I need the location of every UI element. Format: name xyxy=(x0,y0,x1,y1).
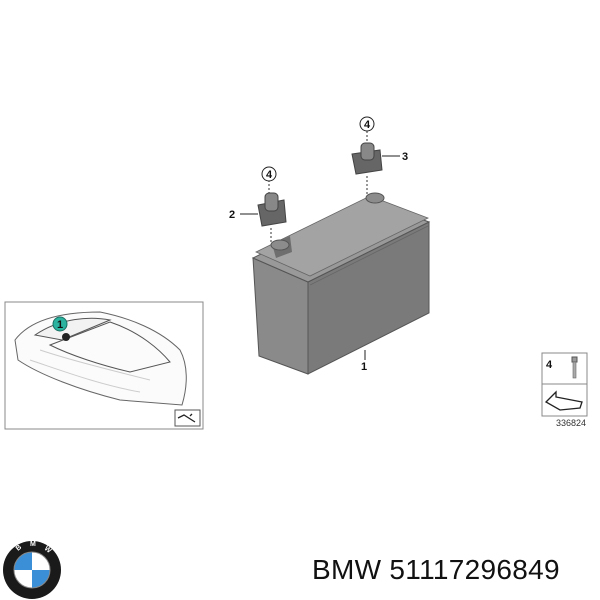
svg-text:4: 4 xyxy=(364,119,371,131)
callout-1: 1 xyxy=(361,350,367,373)
svg-text:1: 1 xyxy=(361,361,367,373)
svg-text:4: 4 xyxy=(266,169,273,181)
svg-text:1: 1 xyxy=(57,319,63,331)
bmw-logo: B M W xyxy=(3,541,61,599)
part-number-caption: BMW 51117296849 xyxy=(312,554,560,585)
vehicle-location-inset: 1 xyxy=(4,301,204,430)
terminal-cover-2 xyxy=(257,180,287,242)
svg-text:M: M xyxy=(30,541,36,548)
battery xyxy=(251,192,431,375)
svg-text:2: 2 xyxy=(229,209,235,221)
callout-4a: 4 xyxy=(261,166,277,182)
svg-text:4: 4 xyxy=(546,359,553,371)
callout-4b: 4 xyxy=(359,116,375,132)
callout-2: 2 xyxy=(229,209,258,221)
svg-text:W: W xyxy=(43,545,53,555)
terminal-cover-3 xyxy=(351,131,383,194)
svg-text:B: B xyxy=(15,544,23,553)
diagram-reference-number: 336824 xyxy=(556,418,587,428)
callout-3: 3 xyxy=(382,151,408,163)
screw-legend: 4 xyxy=(541,352,588,417)
svg-text:3: 3 xyxy=(402,151,408,163)
